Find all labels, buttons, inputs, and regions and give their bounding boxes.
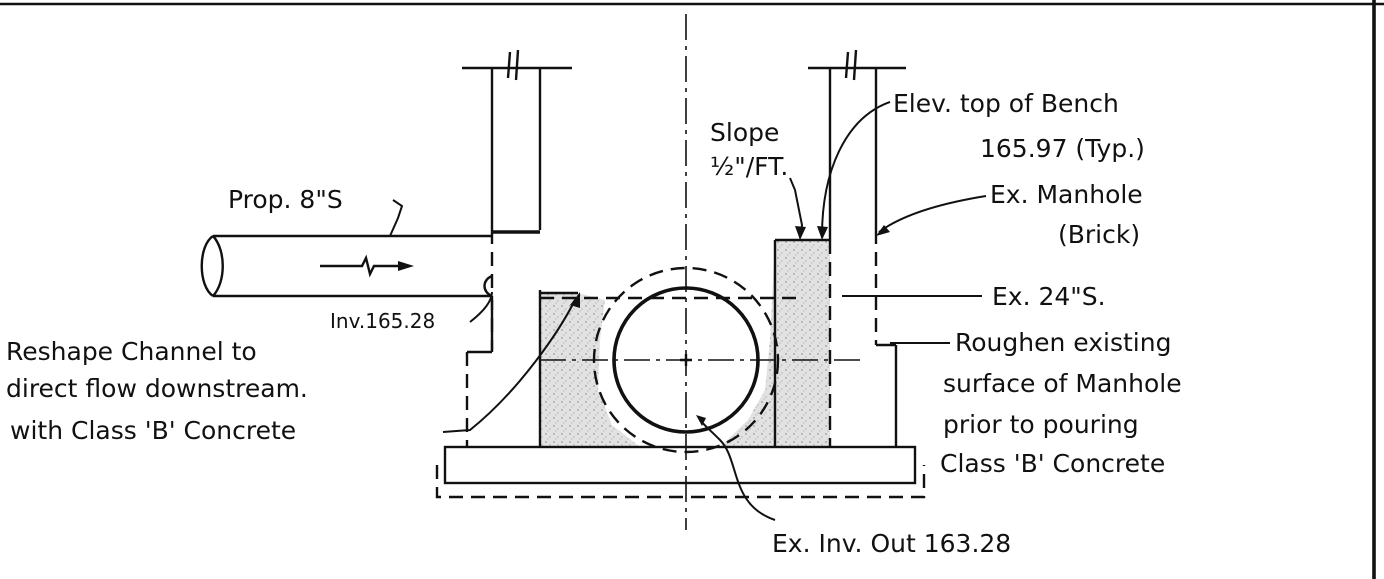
base-slab-solid bbox=[443, 445, 917, 485]
right-manhole-wall bbox=[808, 49, 906, 447]
ex-manhole-label-line1: Ex. Manhole bbox=[990, 180, 1143, 209]
leader-lines bbox=[389, 101, 987, 521]
inv-out-label: Ex. Inv. Out 163.28 bbox=[772, 529, 1011, 558]
inv-in-label: Inv.165.28 bbox=[330, 309, 435, 333]
flow-arrow-icon bbox=[320, 254, 414, 278]
reshape-label-line1: Reshape Channel to bbox=[6, 337, 257, 366]
reshape-label-line2: direct flow downstream. bbox=[6, 374, 308, 403]
slope-label-line2: ½"/FT. bbox=[710, 152, 788, 181]
concrete-bench-left bbox=[540, 293, 640, 447]
slope-label-line1: Slope bbox=[710, 118, 779, 147]
bench-elev-label-line2: 165.97 (Typ.) bbox=[980, 134, 1145, 163]
roughen-label-line3: prior to pouring bbox=[943, 410, 1139, 439]
roughen-label-line2: surface of Manhole bbox=[943, 369, 1182, 398]
base-slab-dashed bbox=[435, 465, 926, 499]
reshape-label-line3: with Class 'B' Concrete bbox=[10, 416, 296, 445]
prop-8-pipe bbox=[200, 234, 493, 298]
bench-elev-label-line1: Elev. top of Bench bbox=[893, 89, 1119, 118]
ex-manhole-label-line2: (Brick) bbox=[1058, 220, 1140, 249]
roughen-label-line1: Roughen existing bbox=[955, 328, 1171, 357]
prop-pipe-label: Prop. 8"S bbox=[228, 185, 343, 214]
ex-24-pipe-label: Ex. 24"S. bbox=[992, 282, 1106, 311]
roughen-label-line4: Class 'B' Concrete bbox=[940, 449, 1165, 478]
